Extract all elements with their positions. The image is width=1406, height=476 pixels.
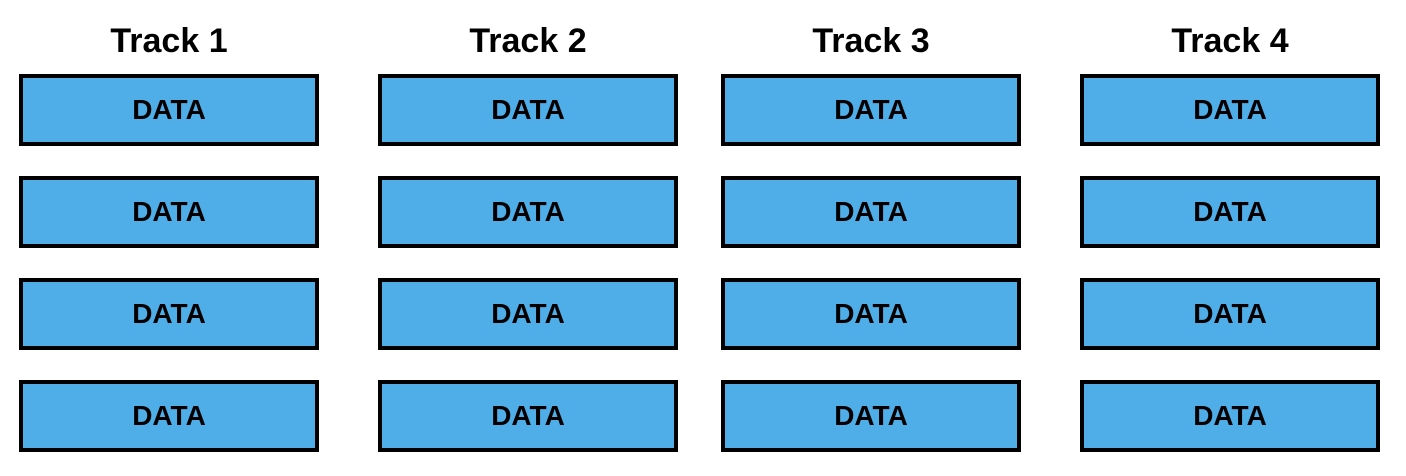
- data-block: DATA: [721, 278, 1021, 350]
- data-block: DATA: [378, 74, 678, 146]
- track-title: Track 2: [469, 22, 587, 60]
- data-block: DATA: [1080, 380, 1380, 452]
- data-block: DATA: [721, 74, 1021, 146]
- data-block: DATA: [1080, 176, 1380, 248]
- data-block: DATA: [1080, 74, 1380, 146]
- data-block: DATA: [1080, 278, 1380, 350]
- data-block: DATA: [19, 380, 319, 452]
- data-block: DATA: [378, 380, 678, 452]
- data-block: DATA: [378, 176, 678, 248]
- track-title: Track 1: [110, 22, 228, 60]
- data-block: DATA: [378, 278, 678, 350]
- data-block: DATA: [19, 176, 319, 248]
- data-block: DATA: [721, 380, 1021, 452]
- data-block: DATA: [19, 278, 319, 350]
- data-block: DATA: [721, 176, 1021, 248]
- data-block: DATA: [19, 74, 319, 146]
- track-title: Track 4: [1171, 22, 1289, 60]
- track-title: Track 3: [812, 22, 930, 60]
